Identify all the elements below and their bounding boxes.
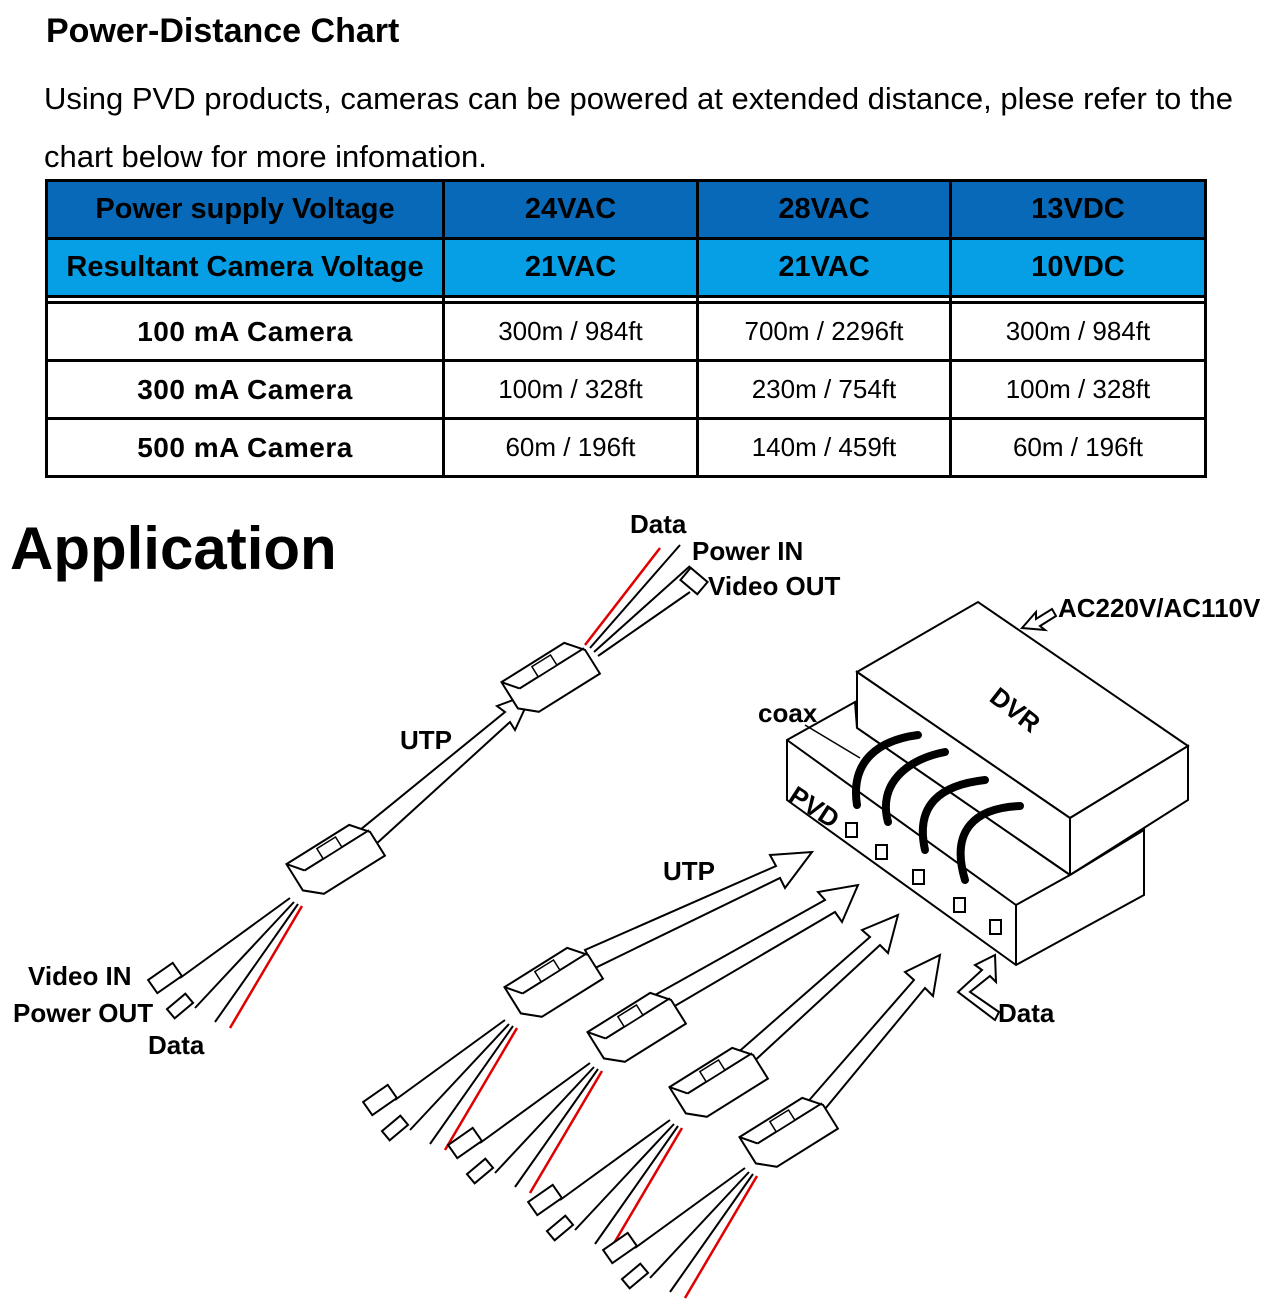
ac-power-arrow <box>1019 607 1058 632</box>
data-top-label: Data <box>630 509 687 539</box>
power-out-label: Power OUT <box>13 998 153 1028</box>
distance-cell: 700m / 2296ft <box>696 301 952 362</box>
power-distance-table: Power supply Voltage 24VAC 28VAC 13VDC R… <box>45 179 1207 478</box>
camera-label: 500 mA Camera <box>45 417 445 478</box>
table-row: 100 mA Camera 300m / 984ft 700m / 2296ft… <box>45 301 1207 362</box>
coax-leader <box>804 724 861 759</box>
camera-label: 300 mA Camera <box>45 359 445 420</box>
video-in-label: Video IN <box>28 961 132 991</box>
video-out-label: Video OUT <box>708 571 841 601</box>
resultant-voltage-value: 10VDC <box>949 237 1207 298</box>
power-in-label: Power IN <box>692 536 803 566</box>
resultant-voltage-value: 21VAC <box>696 237 952 298</box>
supply-voltage-label: Power supply Voltage <box>45 179 445 240</box>
resultant-voltage-label: Resultant Camera Voltage <box>45 237 445 298</box>
ac-power-label: AC220V/AC110V <box>1058 593 1261 623</box>
camera-label: 100 mA Camera <box>45 301 445 362</box>
data-left-label: Data <box>148 1030 205 1060</box>
supply-voltage-value: 28VAC <box>696 179 952 240</box>
table-gap <box>45 295 1207 304</box>
utp-arrows <box>583 850 942 1117</box>
table-row: 300 mA Camera 100m / 328ft 230m / 754ft … <box>45 359 1207 420</box>
resultant-voltage-value: 21VAC <box>442 237 699 298</box>
data-right-label: Data <box>998 998 1055 1028</box>
distance-cell: 140m / 459ft <box>696 417 952 478</box>
table-row: 500 mA Camera 60m / 196ft 140m / 459ft 6… <box>45 417 1207 478</box>
coax-label: coax <box>758 698 818 728</box>
distance-cell: 100m / 328ft <box>442 359 699 420</box>
utp-bottom-label: UTP <box>663 856 715 886</box>
top-wires <box>584 544 709 657</box>
dvr-box <box>855 600 1190 877</box>
utp-arrow-top <box>358 691 534 847</box>
supply-voltage-value: 13VDC <box>949 179 1207 240</box>
application-title: Application <box>10 515 337 582</box>
intro-text: Using PVD products, cameras can be power… <box>44 81 1234 174</box>
distance-cell: 100m / 328ft <box>949 359 1207 420</box>
data-arrow <box>956 953 1001 1022</box>
distance-cell: 230m / 754ft <box>696 359 952 420</box>
distance-cell: 60m / 196ft <box>442 417 699 478</box>
supply-voltage-value: 24VAC <box>442 179 699 240</box>
distance-cell: 300m / 984ft <box>442 301 699 362</box>
distance-cell: 60m / 196ft <box>949 417 1207 478</box>
distance-cell: 300m / 984ft <box>949 301 1207 362</box>
coax-cables <box>851 731 1024 884</box>
chart-title: Power-Distance Chart <box>46 12 400 50</box>
supply-voltage-row: Power supply Voltage 24VAC 28VAC 13VDC <box>45 179 1207 240</box>
resultant-voltage-row: Resultant Camera Voltage 21VAC 21VAC 10V… <box>45 237 1207 298</box>
application-diagram: Data Power IN Video OUT AC220V/AC110V DV… <box>13 509 1261 1300</box>
utp-top-label: UTP <box>400 725 452 755</box>
